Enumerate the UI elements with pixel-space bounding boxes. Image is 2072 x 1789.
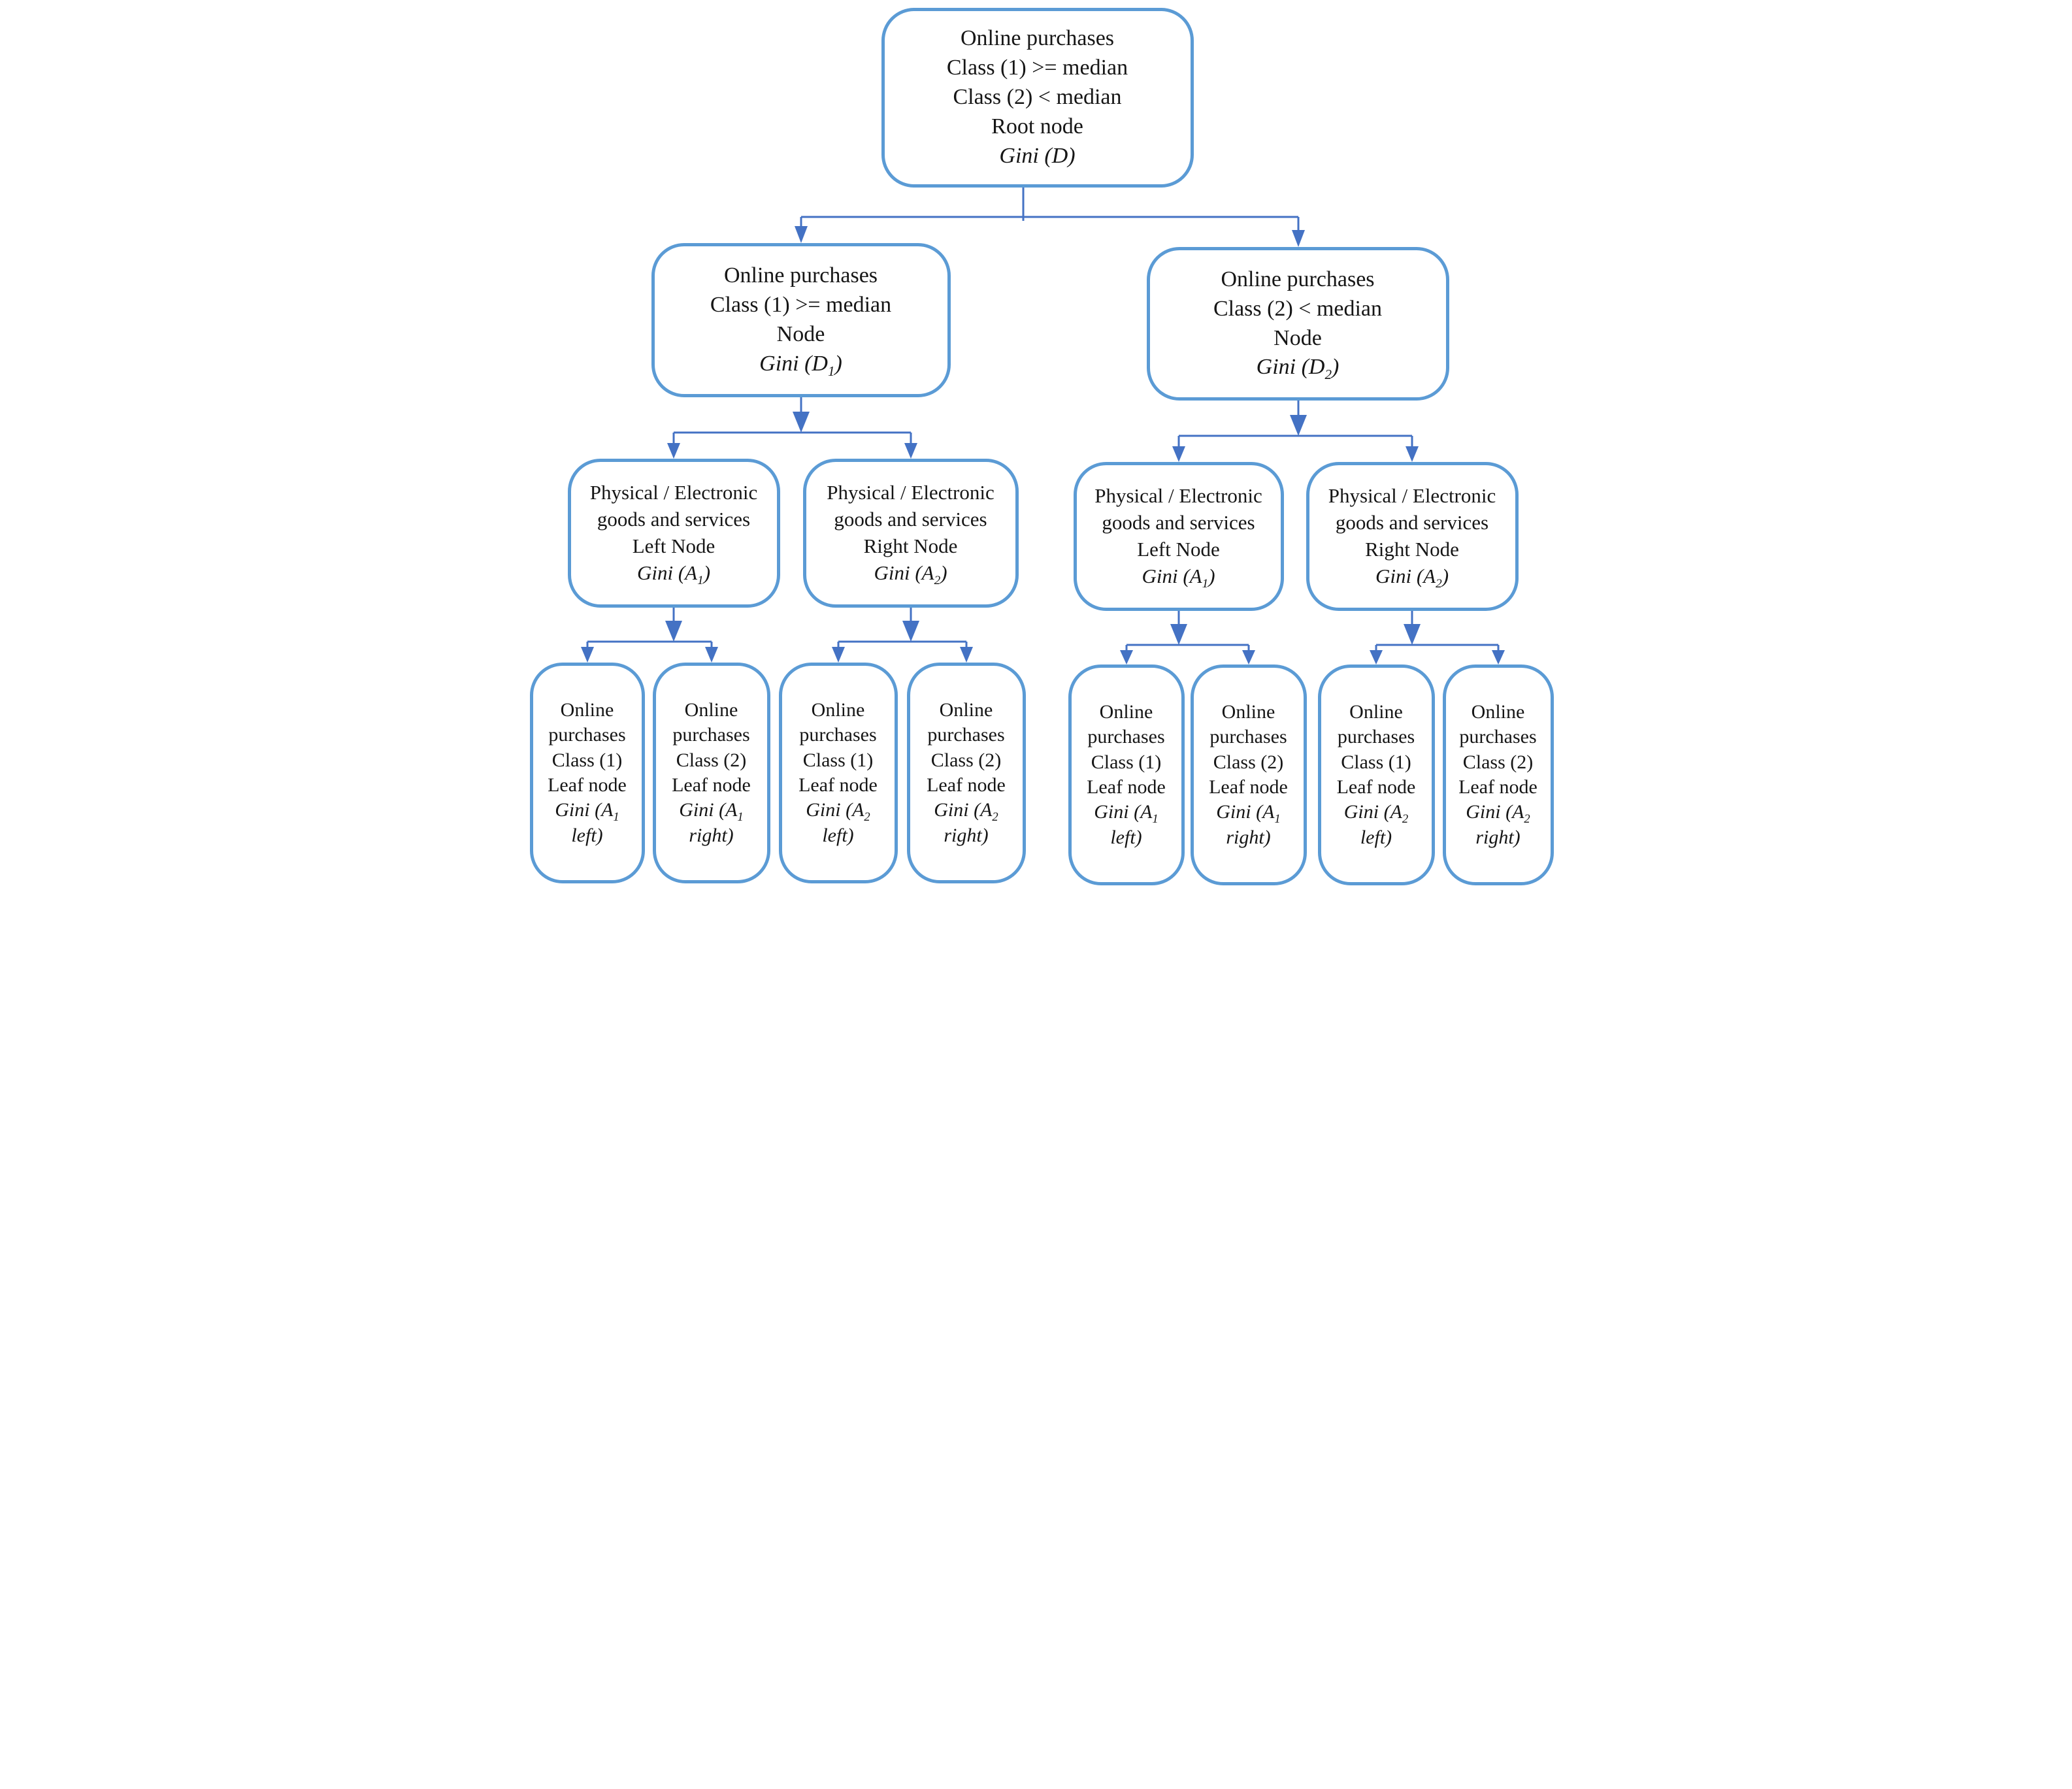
arrow-down-icon <box>704 647 718 663</box>
arrow-down-icon <box>1289 415 1307 436</box>
arrow-down-icon <box>1172 446 1185 462</box>
connector-layer <box>580 188 1505 665</box>
arrow-down-icon <box>1291 230 1305 247</box>
arrow-down-icon <box>904 443 917 459</box>
arrow-down-icon <box>792 412 810 433</box>
arrow-down-icon <box>666 443 680 459</box>
connector-a1l1-to-leaves <box>580 608 718 663</box>
arrow-down-icon <box>1403 624 1421 645</box>
arrow-down-icon <box>902 621 919 642</box>
arrow-down-icon <box>580 647 594 663</box>
arrow-down-icon <box>1369 650 1383 665</box>
connector-a2r2-to-leaves <box>1369 611 1505 665</box>
arrow-down-icon <box>1242 650 1255 665</box>
arrow-down-icon <box>1170 624 1187 645</box>
arrow-down-icon <box>831 647 845 663</box>
arrow-down-icon <box>1405 446 1419 462</box>
connector-d1-to-children <box>666 397 917 459</box>
arrow-down-icon <box>959 647 973 663</box>
arrow-down-icon <box>665 621 682 642</box>
arrow-down-icon <box>1491 650 1505 665</box>
arrow-down-icon <box>1119 650 1133 665</box>
arrow-down-icon <box>794 226 808 243</box>
connector-a2r1-to-leaves <box>831 608 973 663</box>
connector-a1l2-to-leaves <box>1119 611 1255 665</box>
connector-root-to-children <box>794 188 1305 247</box>
connector-d2-to-children <box>1172 401 1419 462</box>
